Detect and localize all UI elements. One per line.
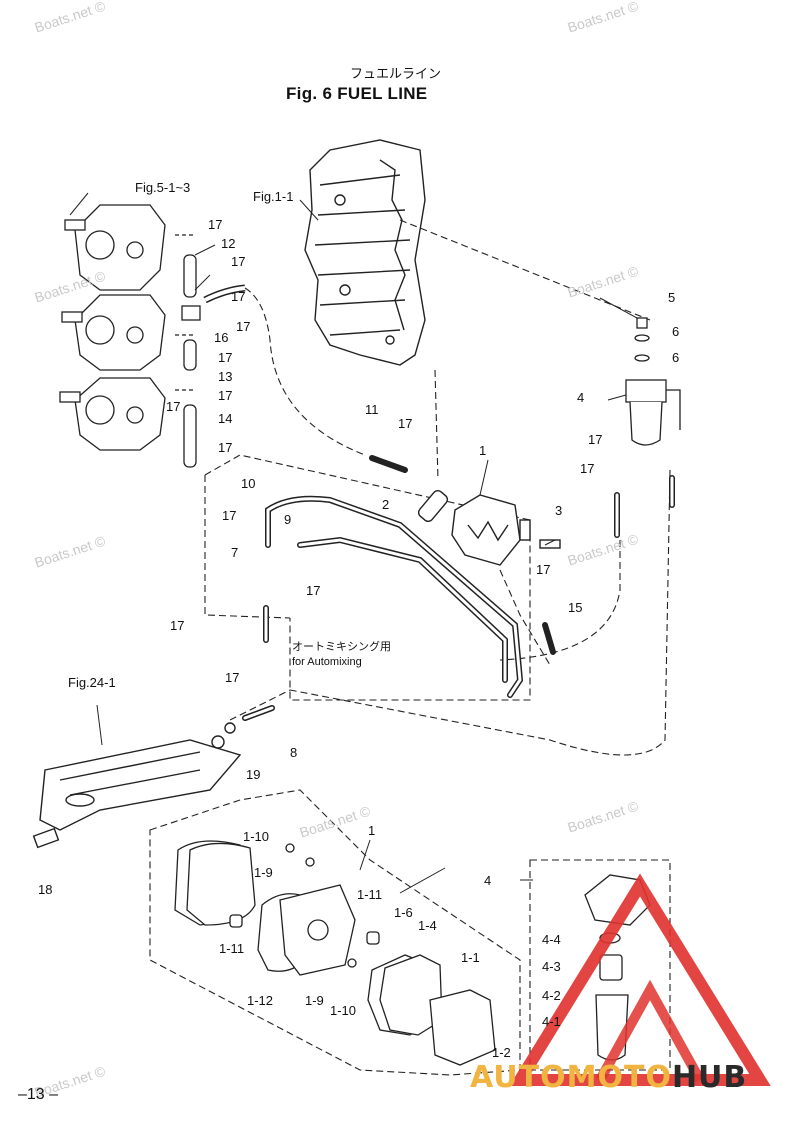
logo-triangle <box>509 873 771 1086</box>
part-callout: 8 <box>290 745 298 760</box>
part-callout: 4 <box>577 390 585 405</box>
part-callout: 17 <box>218 350 233 365</box>
part-callout: 17 <box>536 562 551 577</box>
part-callout: 16 <box>214 330 229 345</box>
part-callout: 15 <box>568 600 583 615</box>
part-callout: 4-2 <box>542 988 561 1003</box>
part-callout: 1 <box>368 823 376 838</box>
part-callout: 1-2 <box>492 1045 511 1060</box>
part-callout: 1-1 <box>461 950 480 965</box>
part-callout: 4-3 <box>542 959 561 974</box>
part-callout: 12 <box>221 236 236 251</box>
fig-reference-bracket: Fig.24-1 <box>68 675 116 690</box>
part-callout: 1-11 <box>219 941 245 956</box>
fig-reference-carburetor: Fig.5-1~3 <box>135 180 191 195</box>
dashed-routing <box>149 219 671 1076</box>
part-callout: 17 <box>231 289 246 304</box>
part-callout: 1-9 <box>254 865 273 880</box>
part-callout: 1-10 <box>243 829 270 844</box>
leader-lines <box>69 192 638 894</box>
part-callout: 17 <box>225 670 240 685</box>
part-callout: 4-1 <box>542 1014 561 1029</box>
automotohub-logo: AUTOMOTOHUB <box>470 1060 748 1095</box>
engine-block <box>304 139 426 366</box>
part-callout: 17 <box>398 416 413 431</box>
automixing-note: オートミキシング用 for Automixing <box>292 640 391 670</box>
part-callout: 17 <box>588 432 603 447</box>
automixing-note-jp: オートミキシング用 <box>292 641 391 653</box>
part-callout: 17 <box>306 583 321 598</box>
part-callout: 17 <box>580 461 595 476</box>
part-callout: 9 <box>284 512 292 527</box>
part-callout: 1-6 <box>394 905 413 920</box>
part-callout: 17 <box>231 254 246 269</box>
part-callout: 3 <box>555 503 563 518</box>
pump-exploded <box>174 840 496 1066</box>
bracket <box>32 722 242 849</box>
automixing-note-en: for Automixing <box>292 656 362 668</box>
part-callout: 1-12 <box>247 993 274 1008</box>
part-callout: 10 <box>241 476 256 491</box>
part-callout: 14 <box>218 411 233 426</box>
part-callout: 6 <box>672 324 680 339</box>
part-callout: 2 <box>382 497 390 512</box>
part-callout: 17 <box>170 618 185 633</box>
part-callout: 1-9 <box>305 993 324 1008</box>
part-callout: 17 <box>222 508 237 523</box>
part-callout: 18 <box>38 882 53 897</box>
carburetors <box>59 204 166 451</box>
part-callout: 17 <box>218 388 233 403</box>
part-callout: 17 <box>236 319 251 334</box>
title-japanese: フュエルライン <box>350 67 442 82</box>
part-callout: 1-4 <box>418 918 437 933</box>
fig-reference-engine: Fig.1-1 <box>253 189 294 204</box>
fuel-filter <box>625 317 681 446</box>
part-callout: 6 <box>672 350 680 365</box>
part-callout: 1-10 <box>330 1003 357 1018</box>
fuel-pump <box>417 489 561 566</box>
part-callout: 19 <box>246 767 261 782</box>
part-callout: 13 <box>218 369 233 384</box>
page-number: –13 – <box>18 1086 59 1103</box>
part-callout: 1-11 <box>357 887 383 902</box>
part-callout: 17 <box>208 217 223 232</box>
page-title: Fig. 6 FUEL LINE <box>286 84 428 103</box>
part-callout: 7 <box>231 545 239 560</box>
part-callout: 4-4 <box>542 932 561 947</box>
part-callout: 11 <box>365 402 379 417</box>
part-callout: 4 <box>484 873 492 888</box>
part-callout: 17 <box>218 440 233 455</box>
carb-hoses <box>175 234 246 468</box>
part-callout: 1 <box>479 443 487 458</box>
part-callout: 17 <box>166 399 181 414</box>
part-callout: 5 <box>668 290 676 305</box>
